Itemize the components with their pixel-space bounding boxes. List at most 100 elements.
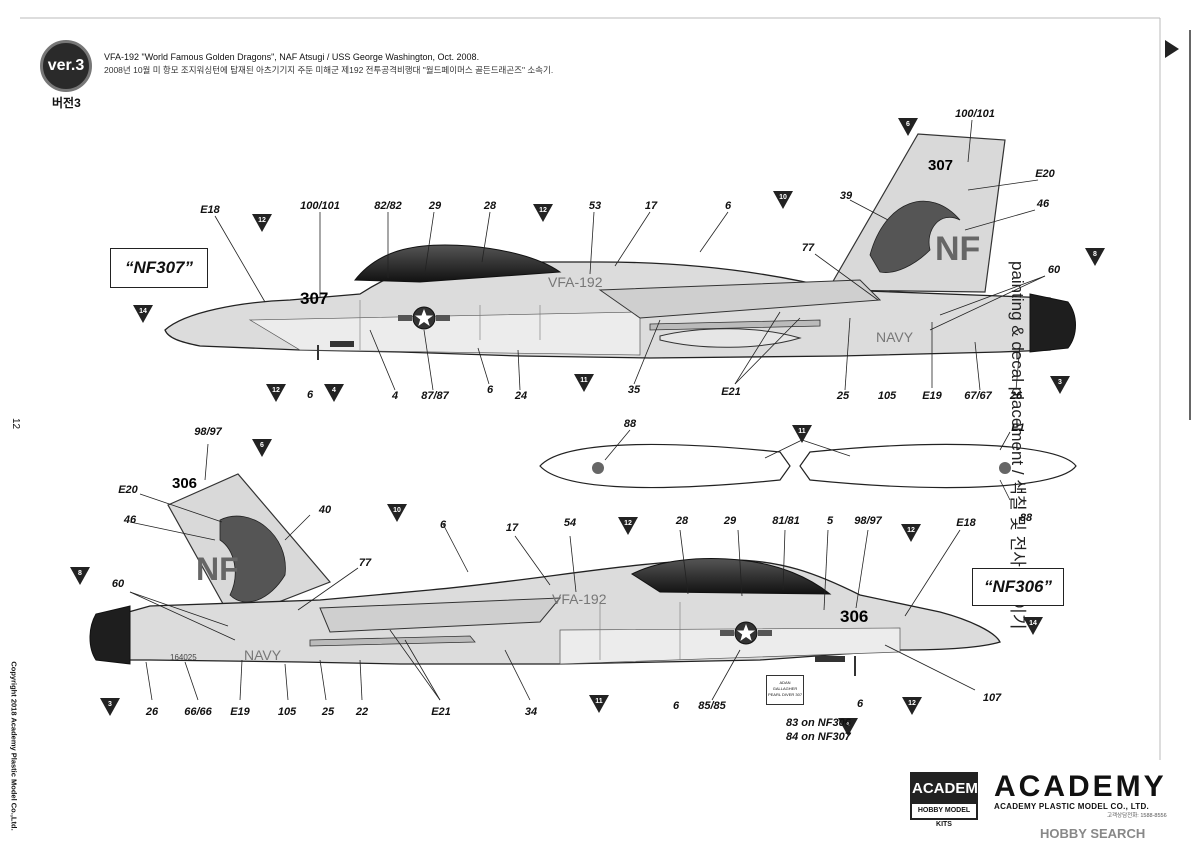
- part-label: 40: [318, 504, 332, 516]
- part-label: 46: [123, 514, 137, 526]
- color-marker: 4: [323, 382, 345, 404]
- part-label: 54: [563, 517, 577, 529]
- top-tail-number: 307: [928, 157, 953, 174]
- color-marker: 6: [897, 116, 919, 138]
- part-label: 77: [801, 242, 815, 254]
- part-label: 105: [877, 390, 897, 402]
- part-label: 28: [483, 200, 497, 212]
- part-label: 26: [1009, 390, 1023, 402]
- academy-logo-box: ACADEMY HOBBY MODEL KITS: [910, 772, 988, 828]
- part-label: 67/67: [964, 390, 992, 402]
- part-label: 6: [486, 384, 494, 396]
- part-label: 88: [623, 418, 637, 430]
- part-label: E19: [230, 706, 250, 718]
- part-label: 25: [836, 390, 850, 402]
- leader-lines: [129, 119, 1046, 701]
- part-label: 17: [505, 522, 519, 534]
- part-label: 6: [439, 519, 447, 531]
- color-marker: 3: [1049, 374, 1071, 396]
- part-label: 46: [1036, 198, 1050, 210]
- part-label: 60: [111, 578, 125, 590]
- bottom-squadron-text: VFA-192: [552, 591, 607, 607]
- part-label: E18: [200, 204, 220, 216]
- part-label: 17: [644, 200, 658, 212]
- callout-nf306: “NF306”: [972, 568, 1064, 606]
- color-marker: 14: [132, 303, 154, 325]
- part-label: 35: [627, 384, 641, 396]
- part-label: 88: [1019, 512, 1033, 524]
- part-label: 26: [145, 706, 159, 718]
- part-label: 6: [724, 200, 732, 212]
- watermark: HOBBY SEARCH: [1040, 826, 1146, 841]
- part-label: 29: [428, 200, 442, 212]
- part-label: 25: [321, 706, 335, 718]
- part-label: 98/97: [854, 515, 882, 527]
- part-label: 28: [675, 515, 689, 527]
- callout-nf307: “NF307”: [110, 248, 208, 288]
- color-marker: 3: [99, 696, 121, 718]
- bottom-canopy: [630, 558, 832, 595]
- part-label: 4: [391, 390, 399, 402]
- part-label: E1: [1011, 422, 1025, 434]
- part-label: 98/97: [194, 426, 222, 438]
- part-label: 29: [723, 515, 737, 527]
- bottom-serial: 164025: [170, 653, 197, 662]
- part-label: E20: [118, 484, 138, 496]
- part-label: 77: [358, 557, 372, 569]
- bottom-tail-number: 306: [172, 475, 197, 492]
- color-marker: 11: [588, 693, 610, 715]
- part-label: E20: [1035, 168, 1055, 180]
- section-arrow-icon: [1165, 40, 1179, 58]
- part-label: 81/81: [772, 515, 800, 527]
- bottom-tail-code: NF: [196, 551, 239, 587]
- top-nose-number: 307: [300, 289, 328, 308]
- version-subtitle: 버전3: [52, 96, 81, 110]
- color-marker: 14: [1022, 615, 1044, 637]
- decal-note: 83 on NF306 84 on NF307: [786, 717, 851, 743]
- color-marker: 6: [251, 437, 273, 459]
- drop-tanks: [539, 443, 1077, 489]
- color-marker: 8: [1084, 246, 1106, 268]
- color-marker: 10: [772, 189, 794, 211]
- part-label: 100/101: [955, 108, 995, 120]
- top-squadron-text: VFA-192: [548, 274, 603, 290]
- part-label: 22: [355, 706, 369, 718]
- part-label: 6: [856, 698, 864, 710]
- color-marker: 12: [251, 212, 273, 234]
- top-tail-code: NF: [935, 230, 980, 268]
- part-label: 24: [514, 390, 528, 402]
- part-label: E21: [431, 706, 451, 718]
- color-marker: 12: [532, 202, 554, 224]
- top-navy-text: NAVY: [876, 329, 914, 345]
- scheme-title-ko: 2008년 10월 미 항모 조지워싱턴에 탑재된 아츠기기지 주둔 미해군 제…: [104, 65, 554, 75]
- part-label: 105: [277, 706, 297, 718]
- part-label: E21: [721, 386, 741, 398]
- part-label: 5: [826, 515, 834, 527]
- part-label: E18: [956, 517, 976, 529]
- part-label: E19: [922, 390, 942, 402]
- part-label: 107: [982, 692, 1002, 704]
- part-label: 6: [306, 389, 314, 401]
- bottom-navy-text: NAVY: [244, 647, 282, 663]
- color-marker: 10: [386, 502, 408, 524]
- part-label: 53: [588, 200, 602, 212]
- part-label: 60: [1047, 264, 1061, 276]
- part-label: 39: [839, 190, 853, 202]
- bottom-aircraft: [89, 473, 1001, 676]
- bottom-nose-number: 306: [840, 607, 868, 626]
- academy-wordmark: ACADEMY ACADEMY PLASTIC MODEL CO., LTD. …: [994, 770, 1167, 820]
- top-aircraft: [164, 133, 1076, 360]
- top-dragon-emblem: [869, 200, 961, 273]
- part-label: 87/87: [421, 390, 449, 402]
- color-marker: 12: [900, 522, 922, 544]
- color-marker: 12: [617, 515, 639, 537]
- part-label: 66/66: [184, 706, 212, 718]
- part-label: 34: [524, 706, 538, 718]
- pilot-name-badge: ADAN GALLAGHER PEARL DIVER 307: [766, 675, 804, 705]
- color-marker: 11: [573, 372, 595, 394]
- color-marker: 12: [901, 695, 923, 717]
- copyright: Copyright 2018 Academy Plastic Model Co.…: [9, 661, 19, 831]
- part-label: 100/101: [300, 200, 340, 212]
